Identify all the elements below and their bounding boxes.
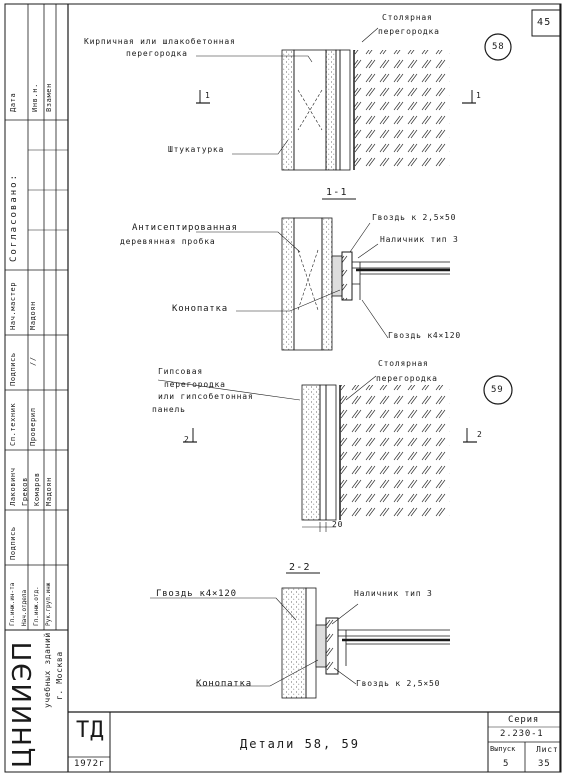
- detail-59-badge: 59: [491, 385, 504, 395]
- stamp-agreed: Согласовано:: [9, 172, 19, 262]
- label-joinery-partition-59-2: перегородка: [376, 374, 438, 383]
- label-antiseptic-plug-2: деревянная пробка: [120, 237, 216, 246]
- stamp-col-date: Дата: [9, 92, 17, 112]
- issue-label: Выпуск: [490, 745, 516, 753]
- stamp-signature: Подпись: [9, 352, 17, 386]
- label-gypsum-partition-4: панель: [152, 405, 186, 414]
- cut-mark-2-left: 2: [184, 435, 190, 444]
- label-plaster: Штукатурка: [168, 145, 225, 154]
- stamp-signature-2: Подпись: [9, 526, 17, 560]
- label-gypsum-partition: Гипсовая: [158, 367, 203, 376]
- issue-value: 5: [503, 759, 510, 769]
- label-nail-2-5x50-59: Гвоздь к 2,5×50: [356, 679, 441, 688]
- label-nail-2-5x50: Гвоздь к 2,5×50: [372, 213, 457, 222]
- label-joinery-partition-2: перегородка: [378, 27, 440, 36]
- sheet-value: 35: [538, 759, 551, 769]
- org-city: г. Москва: [55, 651, 64, 700]
- label-oakum: Конопатка: [172, 304, 228, 314]
- cut-mark-2-right: 2: [477, 430, 483, 439]
- stamp-col-instead: Взамен: [45, 83, 53, 112]
- label-gypsum-partition-3: или гипсобетонная: [158, 392, 254, 401]
- org-logo: ЦНИИЭП: [8, 639, 38, 768]
- stamp-name-2: Греков: [21, 477, 29, 506]
- dimension-20: 20: [332, 520, 344, 529]
- label-brick-partition-2: перегородка: [126, 49, 188, 58]
- stamp-checked: Проверил: [29, 407, 37, 446]
- label-joinery-partition-59: Столярная: [378, 359, 429, 368]
- stamp-role-1: Гл.инж.ин-та: [9, 582, 16, 626]
- label-brick-partition: Кирпичная или шлакобетонная: [84, 37, 236, 46]
- stamp-name-1: Лаковинч: [9, 467, 17, 506]
- stamp-name-madoyan: Мадоян: [29, 301, 37, 330]
- org-subtitle: учебных зданий: [43, 632, 52, 708]
- cut-mark-1-right: 1: [476, 91, 482, 100]
- label-antiseptic-plug: Антисептированная: [132, 223, 238, 233]
- stamp-ditto-1: //: [29, 356, 37, 366]
- page-number: 45: [537, 17, 552, 28]
- sheet-title: Детали 58, 59: [240, 737, 360, 751]
- td-mark: ТД: [76, 718, 105, 743]
- label-nail-4x120: Гвоздь к4×120: [388, 331, 462, 340]
- label-gypsum-partition-2: перегородка: [164, 380, 226, 389]
- stamp-role-2: Нач.отдела: [21, 589, 28, 626]
- series-value: 2.230-1: [500, 729, 544, 739]
- stamp-spec-tech: Сп.техник: [9, 402, 17, 446]
- series-label: Серия: [508, 715, 540, 725]
- stamp-name-3: Комаров: [33, 472, 41, 506]
- year: 1972г: [74, 759, 106, 769]
- label-casing-type-3: Наличник тип 3: [380, 235, 459, 244]
- section-1-1-title: 1-1: [326, 187, 348, 198]
- sheet-label: Лист: [536, 745, 559, 754]
- stamp-role-4: Рук.груп.инж: [45, 582, 52, 626]
- label-joinery-partition: Столярная: [382, 13, 433, 22]
- label-oakum-59: Конопатка: [196, 679, 252, 689]
- section-2-2-title: 2-2: [289, 562, 311, 573]
- stamp-name-4: Мадоян: [45, 477, 53, 506]
- cut-mark-1-left: 1: [205, 91, 211, 100]
- stamp-role-3: Гл.инж.отд.: [33, 586, 40, 626]
- label-nail-4x120-59: Гвоздь к4×120: [156, 589, 237, 599]
- stamp-head-master: Нач.мастер: [9, 281, 17, 330]
- detail-58-badge: 58: [492, 42, 505, 52]
- stamp-col-inv: Инв.н.: [31, 83, 39, 112]
- label-casing-type-3-59: Наличник тип 3: [354, 589, 433, 598]
